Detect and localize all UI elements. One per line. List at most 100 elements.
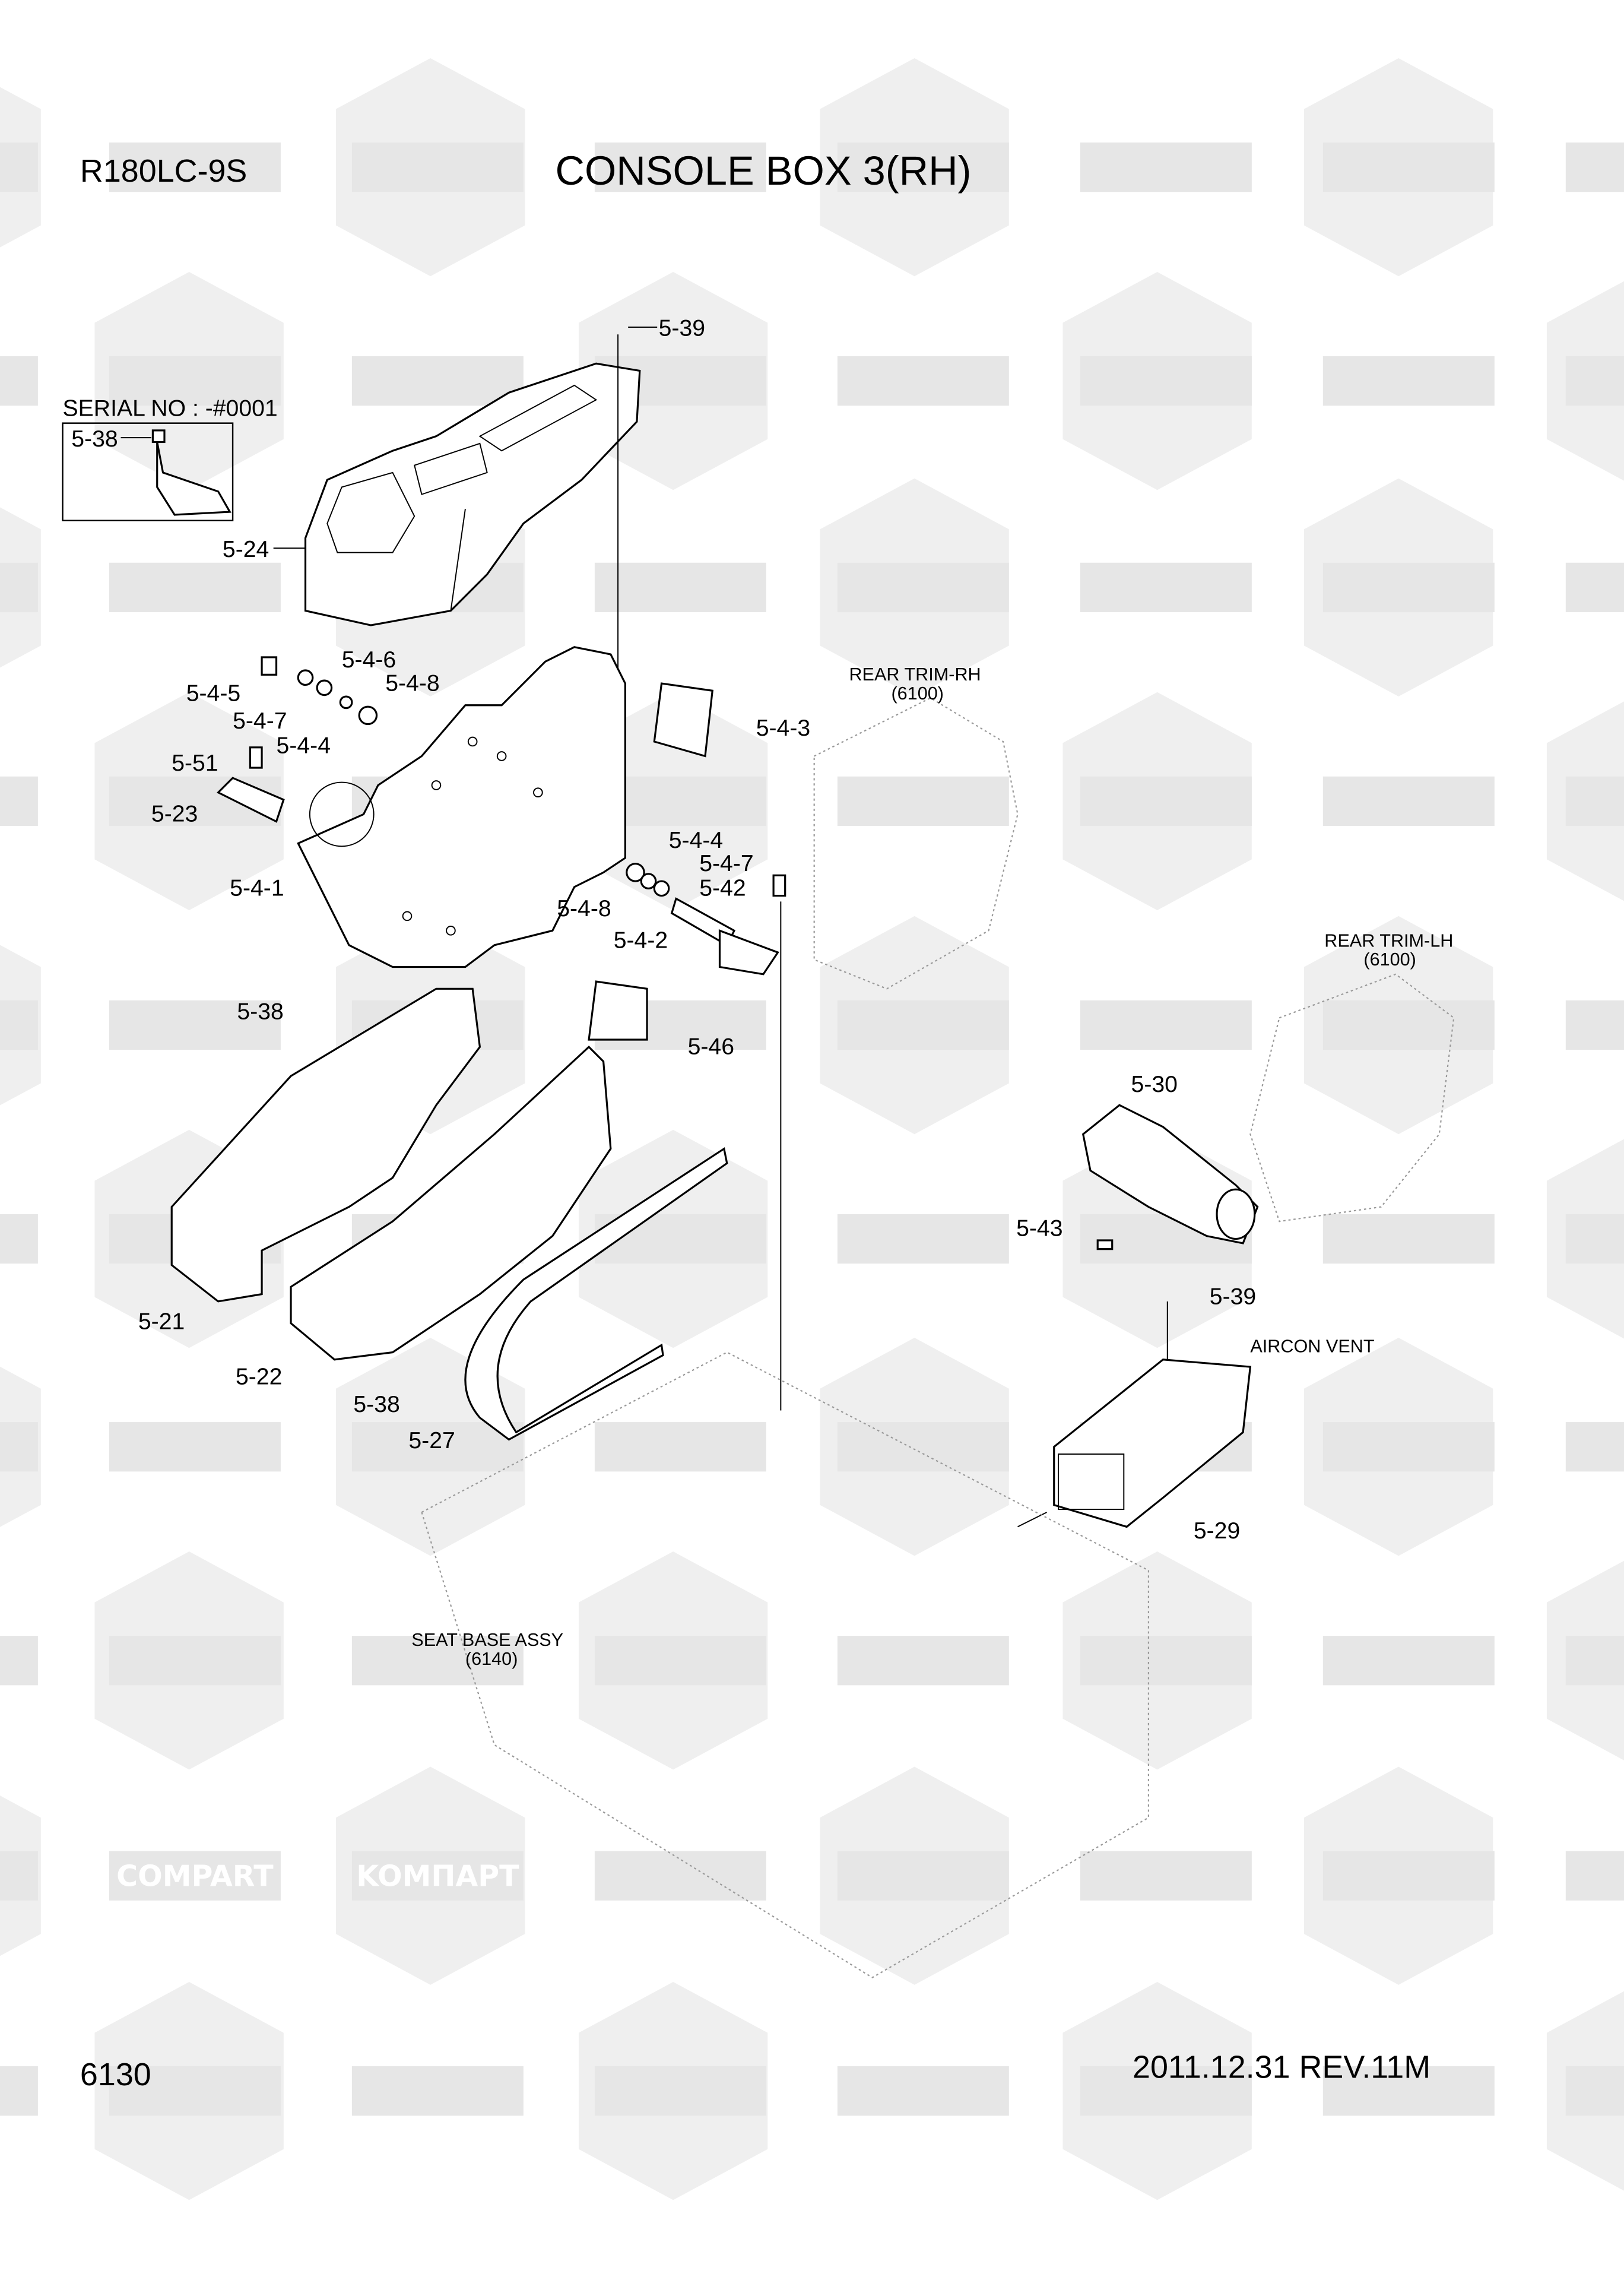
watermark-box [594,562,766,613]
watermark-box [0,1422,38,1472]
watermark-box [109,562,281,613]
part-label-5-21[interactable]: 5-21 [138,1309,185,1334]
rear-trim-lh-label: REAR TRIM-LH [1324,930,1453,951]
part-label-5-24[interactable]: 5-24 [223,537,269,562]
part-label-5-38a[interactable]: 5-38 [237,999,283,1025]
part-label-5-51[interactable]: 5-51 [172,750,218,776]
aircon-vent-label: AIRCON VENT [1250,1337,1374,1357]
model-label: R180LC-9S [80,153,247,189]
watermark-box [0,142,38,192]
watermark-box [1080,1000,1252,1050]
part-label-5-4-7b[interactable]: 5-4-7 [699,851,753,876]
watermark-box [109,1422,281,1472]
watermark-box [1565,1851,1624,1901]
part-label-5-30[interactable]: 5-30 [1131,1072,1178,1097]
watermark-box [594,1851,766,1901]
part-label-5-4-8b[interactable]: 5-4-8 [557,896,611,922]
watermark-box [1565,1636,1624,1686]
part-label-5-39[interactable]: 5-39 [659,316,705,341]
watermark-box [351,1851,524,1901]
rear-trim-lh-outline [1249,973,1455,1223]
watermark-box [837,1000,1009,1050]
watermark-box [1080,142,1252,192]
watermark-box [1322,1636,1495,1686]
watermark-box [1322,142,1495,192]
part-label-5-43[interactable]: 5-43 [1016,1216,1062,1242]
watermark-box [837,1636,1009,1686]
bracket-5-4-1 [297,646,626,968]
watermark-box [594,1636,766,1686]
watermark-box [1565,1422,1624,1472]
watermark-box [109,1000,281,1050]
watermark-box [837,776,1009,826]
part-label-5-4-5[interactable]: 5-4-5 [186,680,240,706]
washer-hardware-group [216,656,786,976]
bolt-5-43-icon [1096,1239,1114,1250]
watermark-box [0,776,38,826]
part-label-5-4-8[interactable]: 5-4-8 [385,670,439,696]
watermark-box [0,2066,38,2116]
watermark-box [351,2066,524,2116]
part-label-5-23[interactable]: 5-23 [151,802,198,827]
watermark-box [594,1422,766,1472]
watermark-box [1565,356,1624,406]
part-label-5-39b[interactable]: 5-39 [1210,1284,1256,1310]
watermark-box [837,356,1009,406]
rear-trim-rh-code: (6100) [891,683,943,704]
part-label-5-46[interactable]: 5-46 [688,1034,734,1060]
part-label-5-4-3[interactable]: 5-4-3 [756,715,810,741]
part-label-5-38b[interactable]: 5-38 [353,1392,399,1417]
watermark-box [1322,1422,1495,1472]
watermark-box [837,2066,1009,2116]
watermark-box [109,1851,281,1901]
part-label-5-38-serial[interactable]: 5-38 [71,426,118,452]
duct-5-30 [1081,1104,1259,1244]
watermark-box [0,1851,38,1901]
part-label-5-4-1[interactable]: 5-4-1 [230,876,284,901]
watermark-box [1322,356,1495,406]
watermark-box [109,142,281,192]
watermark-box [837,1851,1009,1901]
watermark-box [351,356,524,406]
part-label-5-29[interactable]: 5-29 [1194,1518,1240,1544]
serial-detail-box [62,422,234,521]
watermark-box [1080,2066,1252,2116]
part-label-5-27[interactable]: 5-27 [408,1428,455,1454]
watermark-box [837,562,1009,613]
part-label-5-42[interactable]: 5-42 [699,876,746,901]
watermark-box [1565,562,1624,613]
watermark-box [1080,562,1252,613]
seat-base-label: SEAT BASE ASSY [411,1630,563,1650]
watermark-box [1322,1214,1495,1264]
seat-base-code: (6140) [465,1649,518,1669]
part-label-5-4-7[interactable]: 5-4-7 [233,708,287,734]
watermark-box [1565,1000,1624,1050]
watermark-box [837,1422,1009,1472]
watermark-box [0,1636,38,1686]
arrow-icon [1017,1512,1047,1528]
watermark-box [0,562,38,613]
part-label-5-22[interactable]: 5-22 [236,1364,282,1389]
watermark-box [1565,776,1624,826]
part-label-5-4-4b[interactable]: 5-4-4 [669,828,723,853]
rear-trim-rh-label: REAR TRIM-RH [849,664,981,685]
part-label-5-4-6[interactable]: 5-4-6 [342,647,396,673]
watermark-box [1080,1851,1252,1901]
side-cover-5-22 [290,1046,612,1361]
watermark-box [351,142,524,192]
watermark-box [837,142,1009,192]
watermark-box [1080,1636,1252,1686]
watermark-box [109,1636,281,1686]
watermark-box [109,356,281,406]
watermark-box [594,142,766,192]
watermark-box [1080,356,1252,406]
watermark-box [1565,1214,1624,1264]
part-label-5-4-4[interactable]: 5-4-4 [277,733,331,759]
watermark-box [1322,776,1495,826]
page-number: 6130 [80,2057,151,2092]
console-cover-5-24 [304,362,641,626]
watermark-box [0,1000,38,1050]
rear-trim-rh-outline [813,697,1019,990]
part-label-5-4-2[interactable]: 5-4-2 [614,928,668,954]
